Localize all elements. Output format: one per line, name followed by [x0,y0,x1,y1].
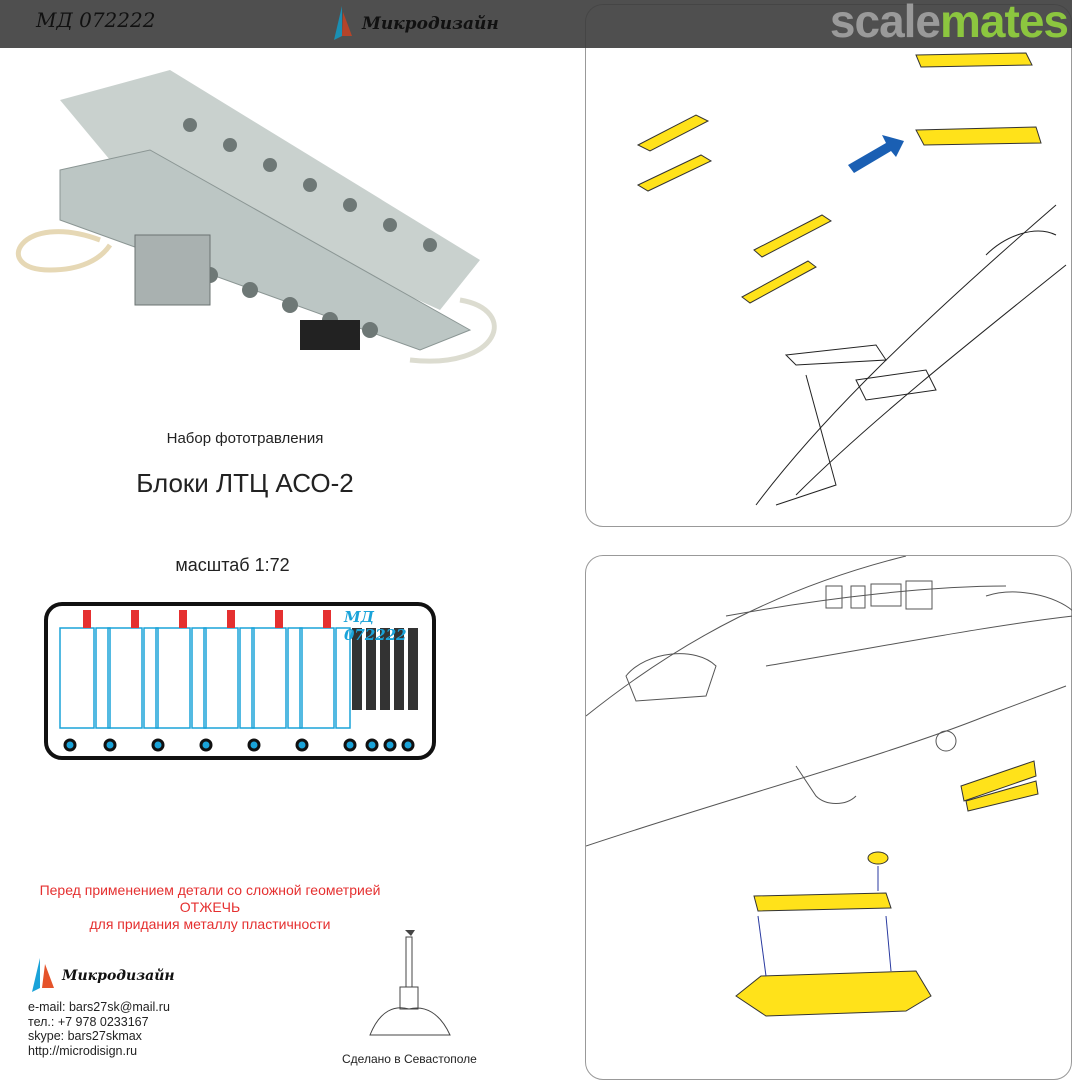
step1-drawing [636,52,1067,506]
warning-line: ОТЖЕЧЬ [179,899,241,915]
sail-logo-icon [334,6,352,40]
fret-parts [59,610,418,752]
made-in: Сделано в Севастополе [342,1052,477,1066]
sail-logo-icon [32,958,54,992]
kit-code: МД 072222 [36,8,156,32]
assembly-step-1 [585,4,1072,527]
warning-line: для придания металлу пластичности [89,916,331,932]
warning-line: Перед применением детали со сложной геом… [39,882,381,898]
brand-name: Микродизайн [62,968,175,984]
brand-logo: Микродизайн [330,6,499,42]
fret-label: МД 072222 [344,608,407,644]
subtitle: Набор фототравления [166,430,324,447]
skype: skype: bars27skmax [28,1029,142,1043]
assembly-step-2 [585,555,1072,1080]
title: Блоки ЛТЦ АСО-2 [136,468,354,498]
contacts: e-mail: bars27sk@mail.ru тел.: +7 978 02… [28,1000,170,1058]
email[interactable]: e-mail: bars27sk@mail.ru [28,1000,170,1014]
sevastopol-monument-icon [369,930,451,1036]
step2-drawing [585,555,1072,1017]
header-bar: МД 072222 Микродизайн scalemates [0,0,1072,48]
photoetch-fret: МД 072222 [44,602,436,760]
product-photo [16,70,497,364]
phone: тел.: +7 978 0233167 [28,1014,149,1029]
brand-name: Микродизайн [362,14,499,34]
annealing-warning: Перед применением детали со сложной геом… [0,882,420,933]
website-link[interactable]: http://microdisign.ru [28,1043,138,1058]
footer-brand-logo: Микродизайн [30,958,175,994]
scale-label: масштаб 1:72 [175,555,290,575]
scalemates-watermark: scalemates [829,0,1069,47]
